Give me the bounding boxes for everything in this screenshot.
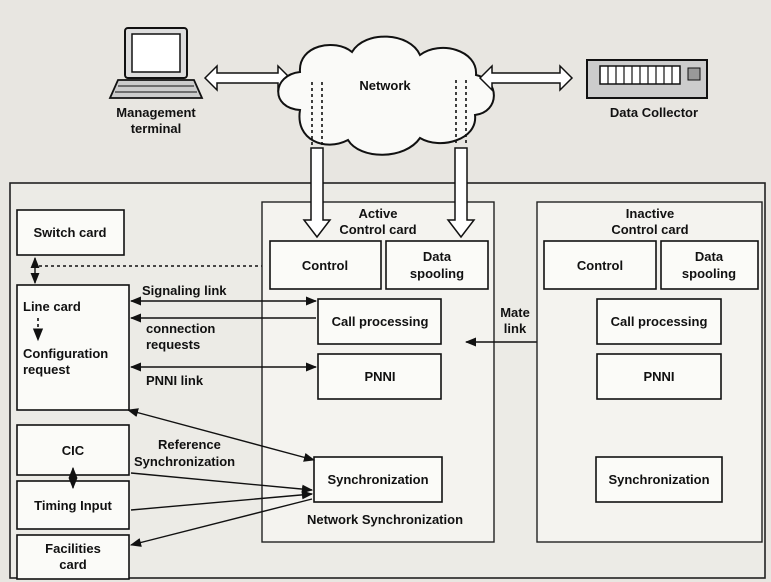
facilities-card-label: Facilities bbox=[45, 541, 101, 556]
cic-box bbox=[16, 424, 130, 476]
inactive-pnni-box bbox=[596, 353, 722, 400]
inactive-call-processing-label: Call processing bbox=[611, 314, 708, 329]
pnni-link-label: PNNI link bbox=[146, 373, 204, 388]
config-request-label-line2: request bbox=[23, 362, 71, 377]
signaling-link-label: Signaling link bbox=[142, 283, 227, 298]
connection-requests-label-line2: requests bbox=[146, 337, 200, 352]
timing-sync-arrow bbox=[130, 490, 314, 511]
config-request-label: Configuration bbox=[23, 346, 108, 361]
active-control-box bbox=[269, 240, 382, 290]
reference-sync-label: Reference bbox=[158, 437, 221, 452]
data-collector-label: Data Collector bbox=[610, 105, 698, 120]
inactive-title-line2: Control card bbox=[611, 222, 688, 237]
network-to-control-arrow bbox=[302, 147, 332, 239]
connection-requests-label: connection bbox=[146, 321, 215, 336]
switch-card-box bbox=[16, 209, 125, 256]
facilities-card-label-line2: card bbox=[59, 557, 87, 572]
active-title: Active bbox=[358, 206, 397, 221]
cic-sync-arrow bbox=[130, 472, 314, 494]
inactive-data-spooling-label: Data bbox=[695, 249, 724, 264]
timing-input-label: Timing Input bbox=[34, 498, 112, 513]
data-collector-icon bbox=[586, 59, 708, 99]
inactive-control-box bbox=[543, 240, 657, 290]
inactive-pnni-label: PNNI bbox=[643, 369, 674, 384]
line-card-sync-arrow bbox=[126, 408, 316, 462]
active-call-processing-box bbox=[317, 298, 442, 345]
active-data-spooling-label: Data bbox=[423, 249, 452, 264]
management-terminal-label: Management bbox=[116, 105, 196, 120]
network-collector-arrow bbox=[478, 64, 574, 92]
active-control-label: Control bbox=[302, 258, 348, 273]
inactive-call-processing-box bbox=[596, 298, 722, 345]
mate-link-label: Mate bbox=[500, 305, 530, 320]
active-pnni-label: PNNI bbox=[364, 369, 395, 384]
inactive-sync-box bbox=[595, 456, 723, 503]
active-sync-label: Synchronization bbox=[327, 472, 428, 487]
inactive-title: Inactive bbox=[626, 206, 674, 221]
management-terminal-icon bbox=[108, 27, 204, 99]
line-card-box bbox=[16, 284, 130, 411]
mate-link-label-line2: link bbox=[504, 321, 527, 336]
active-title-line2: Control card bbox=[339, 222, 416, 237]
cic-label: CIC bbox=[62, 443, 85, 458]
switch-card-label: Switch card bbox=[34, 225, 107, 240]
active-sync-box bbox=[313, 456, 443, 503]
network-sync-label: Network Synchronization bbox=[307, 512, 463, 527]
network-to-spooling-arrow bbox=[446, 147, 476, 239]
active-data-spooling-label-line2: spooling bbox=[410, 266, 464, 281]
active-data-spooling-box bbox=[385, 240, 489, 290]
terminal-network-arrow bbox=[203, 64, 292, 92]
inactive-sync-label: Synchronization bbox=[608, 472, 709, 487]
sync-facilities-arrow bbox=[129, 498, 313, 547]
inactive-data-spooling-box bbox=[660, 240, 759, 290]
active-call-processing-label: Call processing bbox=[332, 314, 429, 329]
network-cloud-icon bbox=[277, 35, 495, 156]
reference-sync-label-line2: Synchronization bbox=[134, 454, 235, 469]
line-card-label: Line card bbox=[23, 299, 81, 314]
facilities-card-box bbox=[16, 534, 130, 580]
inactive-data-spooling-label-line2: spooling bbox=[682, 266, 736, 281]
network-label: Network bbox=[359, 78, 411, 93]
management-terminal-label-line2: terminal bbox=[131, 121, 182, 136]
active-pnni-box bbox=[317, 353, 442, 400]
inactive-control-label: Control bbox=[577, 258, 623, 273]
